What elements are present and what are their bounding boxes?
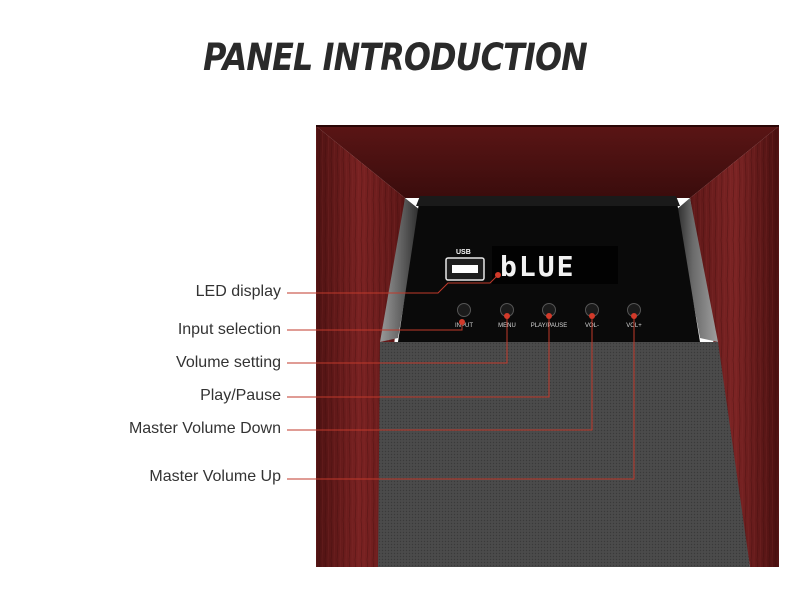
callout-line-vol-down [287, 316, 593, 431]
callout-line-led [287, 274, 499, 294]
callout-line-volume [287, 316, 508, 364]
button-label-input: INPUT [455, 323, 473, 329]
callout-lines [287, 274, 635, 480]
callout-dots [459, 272, 637, 325]
callout-volume-setting: Volume setting [176, 354, 281, 371]
usb-label: USB [456, 249, 471, 256]
callout-master-volume-down: Master Volume Down [128, 420, 281, 437]
callout-led-display: LED display [195, 283, 281, 300]
callout-master-volume-up: Master Volume Up [149, 468, 281, 485]
usb-port-slot [452, 265, 478, 273]
callout-line-vol-up [287, 316, 635, 480]
led-display-window [492, 246, 618, 284]
callout-input-selection: Input selection [177, 321, 281, 338]
callout-line-play [287, 316, 550, 398]
led-display-text: bLUE [500, 250, 575, 283]
callout-play-pause: Play/Pause [200, 387, 281, 404]
button-input[interactable] [457, 303, 471, 317]
page-title: PANEL INTRODUCTION [203, 36, 588, 79]
